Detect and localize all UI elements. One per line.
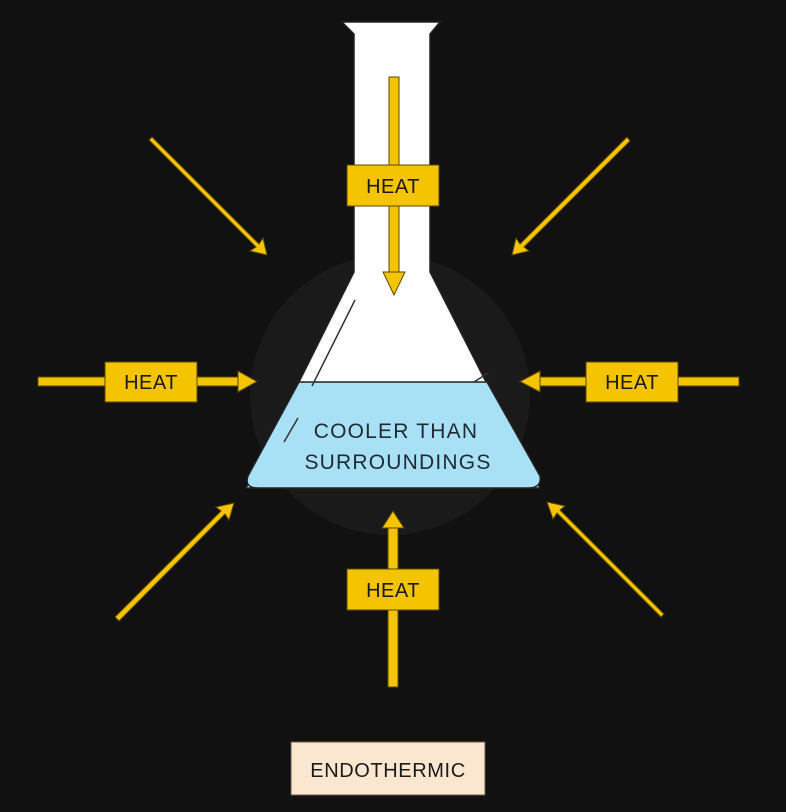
heat-label-bottom: HEAT	[366, 580, 420, 602]
caption-box: ENDOTHERMIC	[290, 741, 486, 796]
arrow-top-left	[148, 136, 268, 256]
heat-label-top: HEAT	[366, 176, 420, 198]
meniscus-edge	[473, 372, 489, 383]
arrow-bottom-right	[546, 501, 665, 618]
glass-highlight-lower	[283, 417, 299, 443]
heat-box-top: HEAT	[346, 164, 440, 207]
flask-text-line2: SURROUNDINGS	[304, 451, 491, 474]
arrow-bottom-left	[114, 502, 235, 622]
heat-box-right: HEAT	[585, 361, 679, 403]
arrow-top-right	[511, 136, 631, 256]
heat-box-bottom: HEAT	[346, 568, 440, 611]
flask-liquid	[246, 381, 541, 489]
glass-highlight	[311, 299, 356, 387]
flask-text-line1: COOLER THAN	[314, 420, 479, 443]
heat-label-left: HEAT	[124, 372, 178, 394]
heat-box-left: HEAT	[104, 361, 198, 403]
caption-endothermic: ENDOTHERMIC	[310, 760, 466, 782]
heat-label-right: HEAT	[605, 372, 659, 394]
